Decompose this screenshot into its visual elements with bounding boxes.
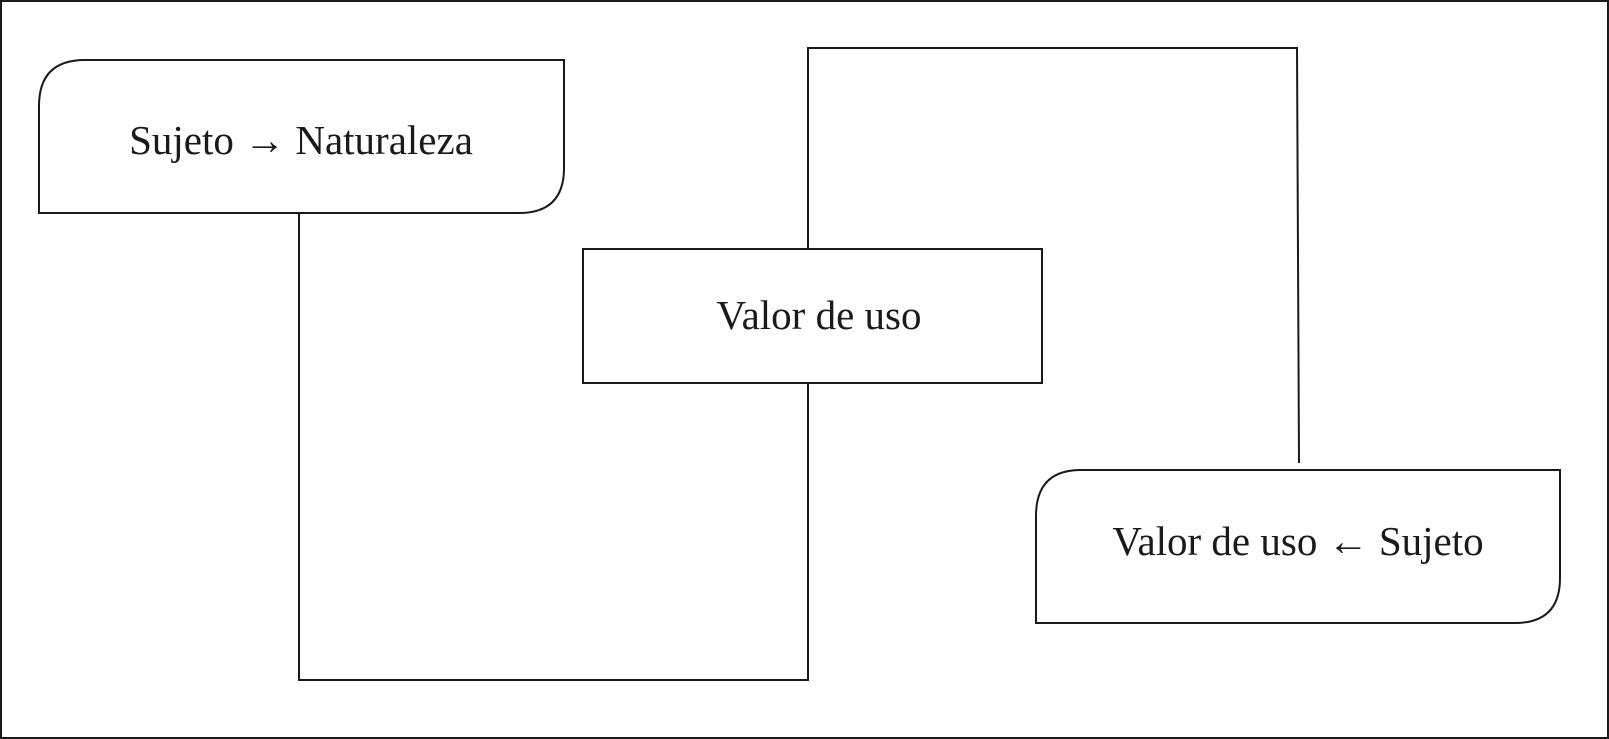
node-use-value-subject-shape: [1035, 469, 1561, 624]
node-subject-nature-shape: [38, 59, 565, 214]
node-subject-nature: Sujeto → Naturaleza: [38, 59, 565, 214]
node-use-value-label: Valor de uso: [717, 292, 922, 338]
node-use-value-subject: Valor de uso ← Sujeto: [1035, 469, 1561, 624]
node-use-value-shape: [582, 248, 1043, 384]
node-use-value: Valor de uso: [582, 248, 1043, 384]
connector-lower-loop: [298, 213, 809, 681]
node-subject-nature-label: Sujeto → Naturaleza: [129, 117, 473, 163]
node-use-value-subject-label: Valor de uso ← Sujeto: [1112, 518, 1483, 564]
connector-upper-loop: [807, 47, 1300, 464]
